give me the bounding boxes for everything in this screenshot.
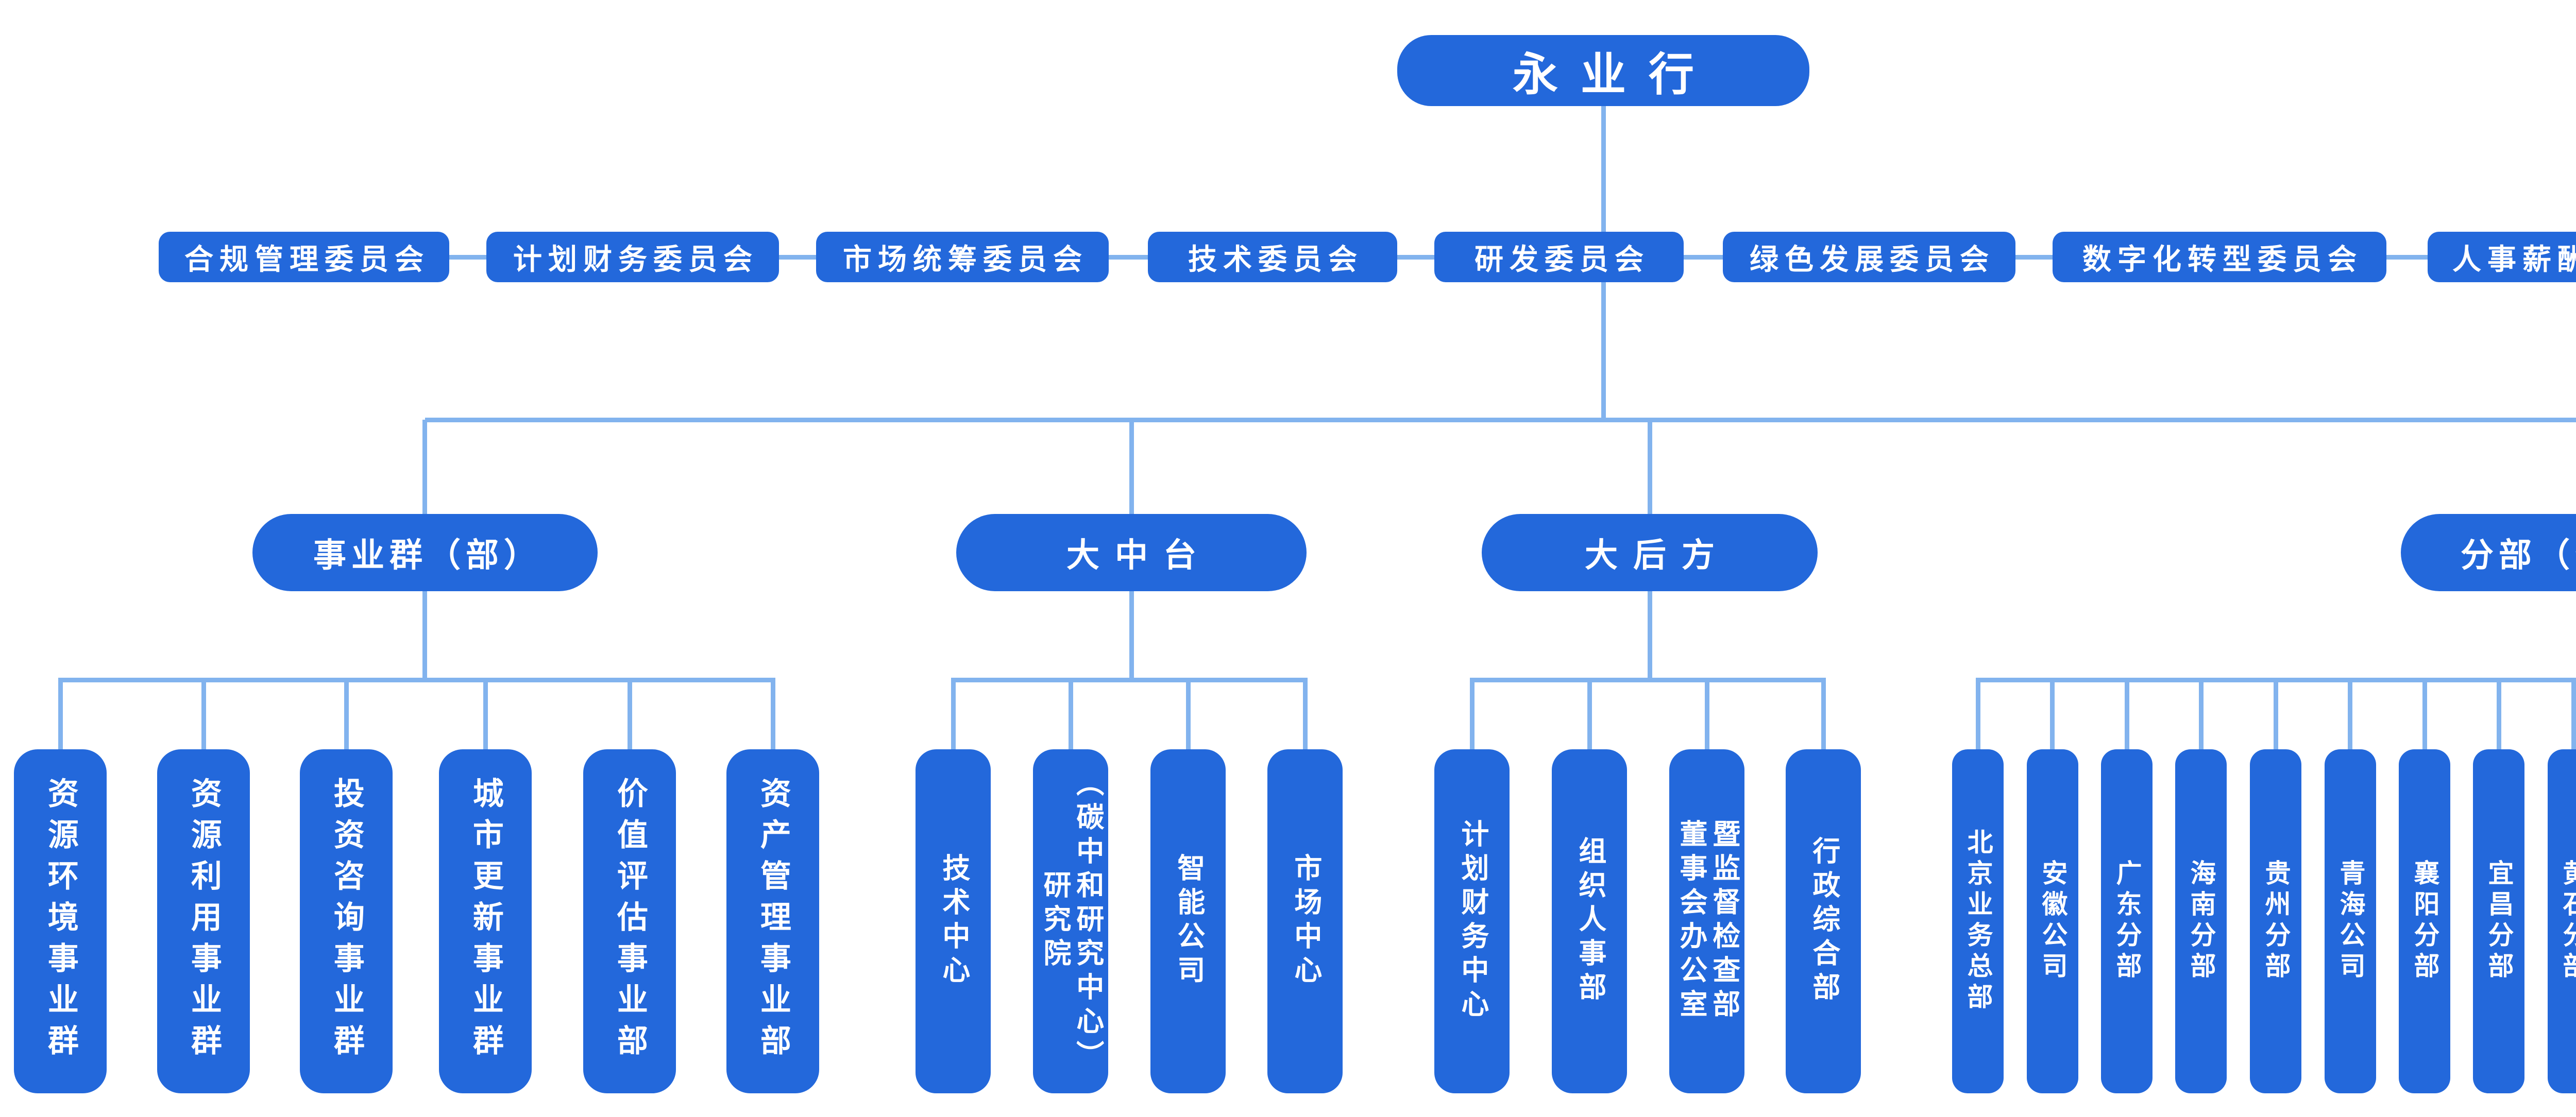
leaf-node[interactable]: 城市更新事业群 (439, 749, 532, 1093)
leaf-node[interactable]: 贵州分部 (2250, 749, 2301, 1093)
connector-group-stub (1648, 420, 1652, 515)
connector-leaf-drop (1821, 678, 1826, 755)
committee-node[interactable]: 市场统筹委员会 (816, 232, 1109, 282)
leaf-node[interactable]: 宜昌分部 (2473, 749, 2524, 1093)
leaf-node[interactable]: 海南分部 (2175, 749, 2227, 1093)
committee-node[interactable]: 技术委员会 (1148, 232, 1397, 282)
committee-node[interactable]: 绿色发展委员会 (1723, 232, 2015, 282)
connector-children-stub (1648, 591, 1652, 680)
leaf-node[interactable]: 资产管理事业部 (726, 749, 819, 1093)
connector-group-stub (422, 420, 427, 515)
leaf-node[interactable]: 行政综合部 (1786, 749, 1861, 1093)
committee-node[interactable]: 人事薪酬委员会 (2428, 232, 2576, 282)
connector-leaf-drop (1587, 678, 1592, 755)
connector-leaf-drop (1976, 678, 1980, 755)
leaf-node[interactable]: 安徽公司 (2027, 749, 2078, 1093)
leaf-node[interactable]: 董事会办公室 暨监督检查部 (1669, 749, 1744, 1093)
connector-leaf-drop (951, 678, 956, 755)
leaf-node[interactable]: 组织人事部 (1552, 749, 1627, 1093)
leaf-node[interactable]: 研究院 （碳中和研究中心） (1033, 749, 1108, 1093)
leaf-node[interactable]: 广东分部 (2101, 749, 2153, 1093)
leaf-node[interactable]: 北京业务总部 (1952, 749, 2004, 1093)
leaf-node[interactable]: 计划财务中心 (1434, 749, 1510, 1093)
leaf-node[interactable]: 技术中心 (916, 749, 991, 1093)
connector-leaf-drop (1303, 678, 1308, 755)
committee-node[interactable]: 合规管理委员会 (159, 232, 449, 282)
committee-node[interactable]: 研发委员会 (1434, 232, 1684, 282)
connector-children-hline (1472, 678, 1824, 682)
leaf-node[interactable]: 黄石分部 (2548, 749, 2576, 1093)
connector-leaf-drop (2348, 678, 2352, 755)
connector-leaf-drop (1069, 678, 1073, 755)
leaf-node[interactable]: 青海公司 (2325, 749, 2376, 1093)
committee-node[interactable]: 计划财务委员会 (486, 232, 779, 282)
connector-leaf-drop (344, 678, 349, 755)
root-node[interactable]: 永业行 (1397, 35, 1809, 106)
leaf-node[interactable]: 资源利用事业群 (157, 749, 250, 1093)
connector-children-stub (422, 591, 427, 680)
committee-node[interactable]: 数字化转型委员会 (2053, 232, 2386, 282)
group-node-business-groups[interactable]: 事业群（部） (252, 514, 598, 591)
connector-groups-hline (425, 418, 2576, 422)
connector-leaf-drop (58, 678, 63, 755)
connector-leaf-drop (201, 678, 206, 755)
group-node-back-office[interactable]: 大后方 (1482, 514, 1818, 591)
connector-leaf-drop (1470, 678, 1475, 755)
group-node-middle-platform[interactable]: 大中台 (956, 514, 1307, 591)
connector-children-hline (953, 678, 1306, 682)
leaf-node[interactable]: 襄阳分部 (2399, 749, 2450, 1093)
connector-leaf-drop (2497, 678, 2501, 755)
connector-leaf-drop (2274, 678, 2278, 755)
connector-leaf-drop (2571, 678, 2576, 755)
connector-group-stub (1129, 420, 1134, 515)
leaf-node[interactable]: 投资咨询事业群 (300, 749, 393, 1093)
connector-leaf-drop (2422, 678, 2427, 755)
connector-leaf-drop (771, 678, 775, 755)
connector-children-stub (1129, 591, 1134, 680)
connector-leaf-drop (2050, 678, 2055, 755)
leaf-node[interactable]: 市场中心 (1267, 749, 1343, 1093)
connector-leaf-drop (628, 678, 632, 755)
connector-leaf-drop (1186, 678, 1191, 755)
connector-children-hline (60, 678, 773, 682)
leaf-node[interactable]: 价值评估事业部 (583, 749, 676, 1093)
connector-leaf-drop (1705, 678, 1709, 755)
connector-leaf-drop (483, 678, 488, 755)
leaf-node[interactable]: 资源环境事业群 (14, 749, 107, 1093)
connector-leaf-drop (2199, 678, 2204, 755)
connector-leaf-drop (2125, 678, 2129, 755)
leaf-node[interactable]: 智能公司 (1150, 749, 1226, 1093)
group-node-branches[interactable]: 分部（分公司） (2401, 514, 2576, 591)
